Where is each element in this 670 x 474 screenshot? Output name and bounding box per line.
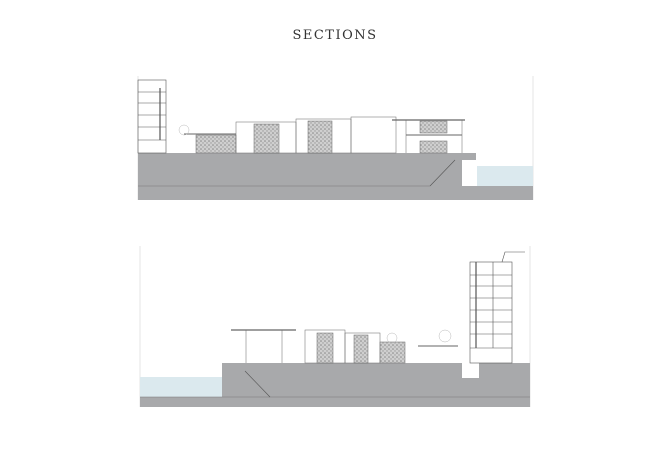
- ground: [140, 363, 530, 407]
- section-1: [137, 76, 534, 200]
- tall-building: [469, 251, 525, 364]
- page-title: SECTIONS: [292, 28, 378, 43]
- water: [140, 377, 222, 397]
- pavilion-buildings: [231, 329, 458, 364]
- ground: [138, 153, 533, 200]
- water: [477, 166, 533, 186]
- tall-building: [137, 79, 167, 154]
- section-2: [139, 246, 531, 407]
- pavilion-buildings: [178, 116, 465, 154]
